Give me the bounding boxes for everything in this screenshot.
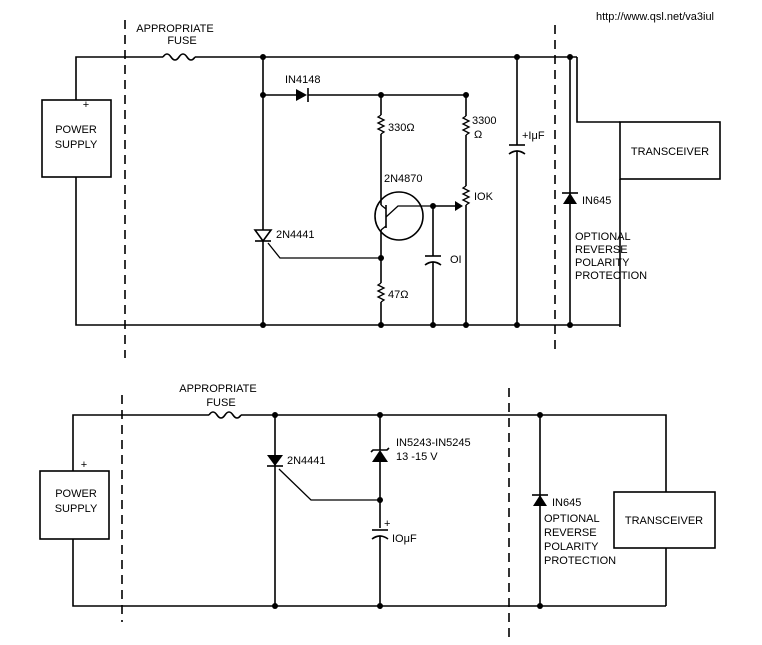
top-1n4148-diode — [296, 89, 307, 101]
top-ujt-b2-lead — [380, 204, 387, 210]
top-1n4148-label: IN4148 — [285, 74, 320, 86]
top-3300-ohm: Ω — [474, 129, 482, 141]
top-optional-label: OPTIONAL — [575, 231, 631, 243]
bottom-cap-plus: + — [384, 518, 390, 530]
top-10k-label: IOK — [474, 191, 494, 203]
top-junction — [378, 255, 384, 261]
bottom-zener-voltage: 13 -15 V — [396, 451, 438, 463]
top-plus-sign: + — [83, 99, 89, 111]
top-transceiver-label: TRANSCEIVER — [631, 146, 709, 158]
top-pot-wiper — [455, 201, 463, 211]
top-47-resistor — [376, 282, 386, 303]
top-junction — [260, 54, 266, 60]
top-3300-resistor — [461, 115, 471, 136]
top-junction — [260, 322, 266, 328]
bottom-fuse — [208, 411, 242, 419]
bottom-polarity-label: POLARITY — [544, 541, 599, 553]
top-10k-pot — [461, 185, 471, 206]
top-junction — [378, 92, 384, 98]
top-polarity-label: POLARITY — [575, 257, 630, 269]
bottom-junction — [272, 412, 278, 418]
top-01-label: OI — [450, 254, 462, 266]
top-supply-label: SUPPLY — [55, 139, 98, 151]
top-47-label: 47Ω — [388, 289, 408, 301]
top-fuse-label-2: FUSE — [167, 35, 196, 47]
top-1n645-label: IN645 — [582, 195, 611, 207]
top-junction — [463, 322, 469, 328]
top-reverse-label: REVERSE — [575, 244, 628, 256]
top-junction — [260, 92, 266, 98]
top-scr-gate-wire — [267, 242, 381, 259]
top-330-label: 330Ω — [388, 122, 415, 134]
top-1n645-diode — [563, 193, 577, 204]
bottom-junction — [377, 603, 383, 609]
bottom-scr-gate-wire — [278, 468, 380, 501]
top-junction — [430, 203, 436, 209]
top-circuit: + POWER SUPPLY APPROPRIATE FUSE TRANSCEI… — [41, 20, 721, 358]
source-url: http://www.qsl.net/va3iul — [596, 11, 714, 23]
bottom-junction — [272, 603, 278, 609]
bottom-zener-diode — [372, 450, 388, 462]
bottom-ground-rail — [72, 539, 666, 607]
bottom-reverse-label: REVERSE — [544, 527, 597, 539]
top-1uf-label: +IμF — [522, 130, 545, 142]
bottom-power-label: POWER — [55, 488, 97, 500]
bottom-1n645-diode — [533, 495, 547, 506]
bottom-10uf-label: IOμF — [392, 533, 417, 545]
bottom-junction — [537, 603, 543, 609]
top-fuse-label-1: APPROPRIATE — [136, 23, 213, 35]
bottom-scr-label: 2N4441 — [287, 455, 326, 467]
top-scr-label: 2N4441 — [276, 229, 315, 241]
top-junction — [514, 322, 520, 328]
bottom-junction — [377, 497, 383, 503]
top-fuse — [162, 53, 196, 61]
bottom-rail-left — [72, 414, 209, 471]
top-ujt-b1-lead — [380, 225, 387, 231]
bottom-optional-label: OPTIONAL — [544, 513, 600, 525]
top-330-resistor — [376, 114, 386, 135]
bottom-junction — [377, 412, 383, 418]
top-scr-symbol — [253, 229, 273, 243]
top-transceiver-box — [619, 121, 721, 180]
bottom-power-supply-box — [39, 470, 110, 540]
top-3300-label: 3300 — [472, 115, 496, 127]
top-junction — [567, 322, 573, 328]
bottom-fuse-label-2: FUSE — [206, 397, 235, 409]
top-ujt-emitter — [385, 205, 433, 218]
bottom-1n645-label: IN645 — [552, 497, 581, 509]
top-junction — [514, 54, 520, 60]
top-2n4870-label: 2N4870 — [384, 173, 423, 185]
top-rail-to-transceiver — [576, 57, 620, 123]
top-junction — [567, 54, 573, 60]
bottom-transceiver-box — [613, 491, 716, 549]
bottom-zener-label: IN5243-IN5245 — [396, 437, 471, 449]
bottom-plus-sign: + — [81, 459, 87, 471]
bottom-fuse-label-1: APPROPRIATE — [179, 383, 256, 395]
top-2n4870-ujt — [374, 191, 424, 241]
top-ground-rail — [75, 177, 620, 326]
top-protection-label: PROTECTION — [575, 270, 647, 282]
top-rail-left — [75, 56, 163, 100]
bottom-transceiver-label: TRANSCEIVER — [625, 515, 703, 527]
top-junction — [378, 322, 384, 328]
bottom-circuit: + POWER SUPPLY APPROPRIATE FUSE TRANSCEI… — [39, 383, 716, 638]
bottom-scr-symbol — [267, 455, 283, 466]
bottom-junction — [537, 412, 543, 418]
top-junction — [430, 322, 436, 328]
top-junction — [463, 92, 469, 98]
top-power-label: POWER — [55, 124, 97, 136]
bottom-protection-label: PROTECTION — [544, 555, 616, 567]
bottom-supply-label: SUPPLY — [55, 503, 98, 515]
